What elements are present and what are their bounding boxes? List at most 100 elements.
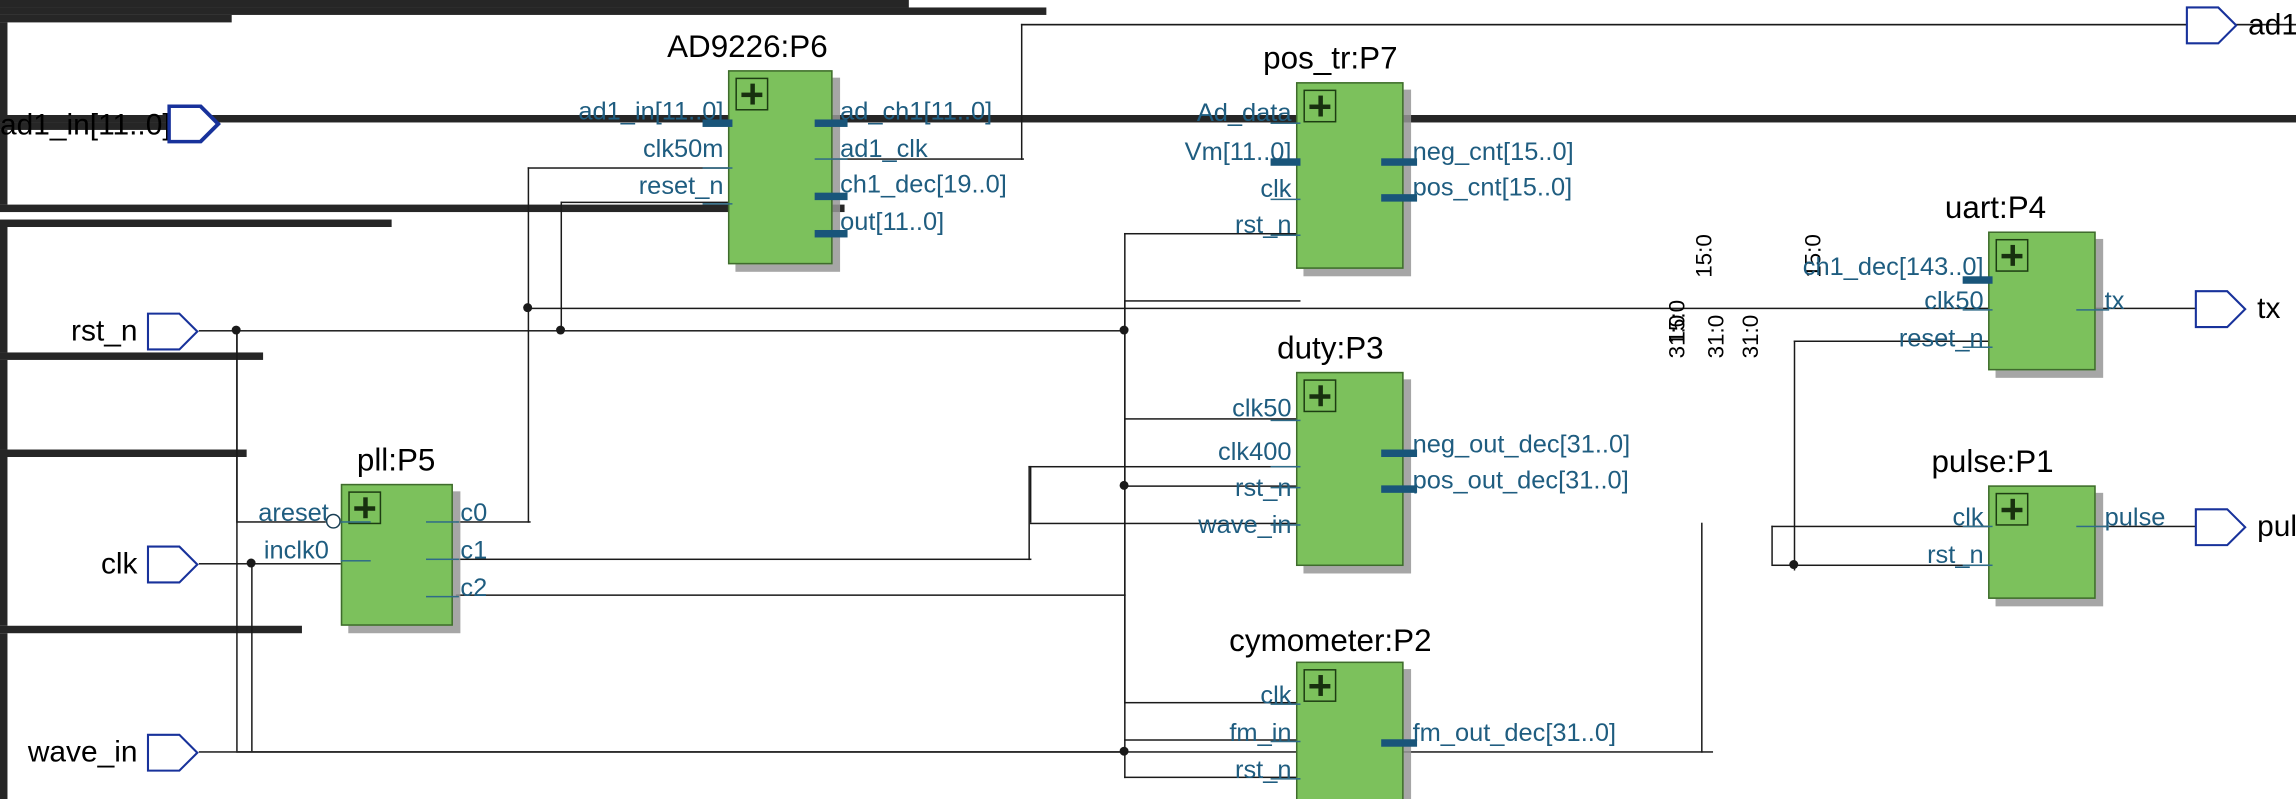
block-title-pulse: pulse:P1 xyxy=(1931,445,2054,480)
port-label-pll-out-0: c0 xyxy=(460,498,488,528)
port-label-pulse-in-0: clk xyxy=(1952,503,1984,532)
port-stub xyxy=(426,558,459,561)
input-pin-wave-in[interactable] xyxy=(146,733,200,772)
output-pin-label-tx: tx xyxy=(2257,292,2281,326)
wire-junction xyxy=(1119,480,1129,490)
wire-pulse-out xyxy=(2092,525,2198,528)
wire-c2-v2 xyxy=(1124,594,1126,704)
port-stub xyxy=(814,192,848,201)
input-pin-label-ad1-in: ad1_in[11..0] xyxy=(0,109,171,142)
wire-wavein-cym xyxy=(1124,739,1301,741)
input-pin-label-clk: clk xyxy=(100,548,138,581)
port-label-duty-out-1: pos_out_dec[31..0] xyxy=(1412,465,1629,495)
port-stub xyxy=(814,229,848,238)
wire-junction xyxy=(1119,325,1129,335)
input-pin-ad1-in[interactable] xyxy=(167,104,221,144)
wire-c0-dutyclk50 xyxy=(1124,418,1301,420)
block-title-cymometer: cymometer:P2 xyxy=(1229,624,1432,659)
port-stub xyxy=(814,158,848,160)
wire-out-bus xyxy=(0,122,210,130)
wire-negoutdec xyxy=(0,449,247,457)
wire-c2-v xyxy=(1124,232,1126,596)
port-stub xyxy=(1270,234,1301,236)
port-label-cym-in-1: fm_in xyxy=(1229,718,1292,747)
port-label-ad9226-out-3: out[11..0] xyxy=(840,207,945,236)
wire-c0-uart xyxy=(1124,307,1993,310)
block-title-ad9226: AD9226:P6 xyxy=(667,29,828,65)
expand-icon-cymometer[interactable] xyxy=(1303,669,1337,702)
wire-c0-uartclk xyxy=(527,307,1125,310)
output-pin-label-pulse: pulse xyxy=(2257,510,2296,544)
port-label-ad9226-in-1: clk50m xyxy=(642,134,724,163)
wire-rstn-pulse-v xyxy=(1771,525,1773,565)
bus-tag: 15:0 xyxy=(1692,234,1718,278)
wire-ch1dec-right xyxy=(0,114,2296,123)
wire-ad1clk-out xyxy=(831,158,1023,160)
block-title-duty: duty:P3 xyxy=(1277,331,1384,366)
port-label-duty-in-3: wave_in xyxy=(1198,510,1292,540)
port-label-pll-out-1: c1 xyxy=(460,536,488,565)
port-stub xyxy=(1381,194,1418,202)
port-stub xyxy=(1962,276,1993,284)
port-stub xyxy=(426,521,459,523)
expand-icon-ad9226[interactable] xyxy=(735,77,769,111)
port-label-postr-out-1: pos_cnt[15..0] xyxy=(1412,173,1573,202)
port-stub xyxy=(1270,122,1301,124)
wire-out-right xyxy=(0,204,845,213)
input-pin-clk[interactable] xyxy=(146,545,200,584)
output-pin-ad1-clk[interactable] xyxy=(2185,6,2239,45)
port-stub xyxy=(1962,525,1993,528)
wire-ad1clk-up xyxy=(1020,23,1023,160)
port-label-ad9226-in-2: reset_n xyxy=(638,171,724,201)
wire-clk-down xyxy=(251,563,253,752)
wire-junction xyxy=(556,325,566,335)
wire-out-up xyxy=(0,129,8,205)
wire-c2-postr xyxy=(1124,232,1301,235)
port-stub xyxy=(1270,740,1301,743)
port-label-ad9226-out-0: ad_ch1[11..0] xyxy=(840,97,993,126)
port-stub xyxy=(1270,778,1301,780)
wire-negoutdec-up xyxy=(0,456,8,626)
wire-rstn-down xyxy=(236,330,238,752)
port-stub xyxy=(702,119,733,127)
port-label-pulse-out-0: pulse xyxy=(2104,503,2166,532)
port-label-ad9226-out-2: ch1_dec[19..0] xyxy=(840,170,1007,199)
port-label-postr-in-0: Ad_data xyxy=(1196,98,1292,127)
expand-icon-pll[interactable] xyxy=(348,491,382,525)
output-pin-pulse[interactable] xyxy=(2194,508,2248,547)
port-label-duty-in-0: clk50 xyxy=(1232,394,1292,423)
wire-c1-v xyxy=(1028,465,1030,561)
wire-c1-duty xyxy=(1028,465,1301,468)
inverter-bubble-icon xyxy=(325,513,341,529)
port-stub xyxy=(814,119,848,127)
wire-c0-h xyxy=(455,521,531,523)
port-stub xyxy=(1270,198,1301,201)
expand-icon-duty[interactable] xyxy=(1303,379,1337,413)
port-stub xyxy=(1962,564,1993,567)
wire-rstn-cym xyxy=(1124,776,1301,779)
wire-seg xyxy=(1020,158,1024,160)
port-label-uart-in-1: clk50 xyxy=(1924,286,1984,316)
input-pin-label-rst-n: rst_n xyxy=(71,315,138,348)
expand-icon-uart[interactable] xyxy=(1995,238,2029,272)
wire-wavein-duty xyxy=(1029,522,1301,525)
expand-icon-pulse[interactable] xyxy=(1995,492,2029,526)
port-stub xyxy=(1381,739,1418,747)
port-label-postr-out-0: neg_cnt[15..0] xyxy=(1412,137,1574,166)
port-label-pll-in-1: inclk0 xyxy=(263,536,329,565)
port-stub xyxy=(1270,703,1301,705)
wire-uart-tx xyxy=(2092,307,2198,310)
port-label-duty-in-1: clk400 xyxy=(1218,437,1292,466)
port-stub xyxy=(1381,158,1418,166)
expand-icon-postr[interactable] xyxy=(1303,89,1337,123)
output-pin-tx[interactable] xyxy=(2194,290,2248,329)
port-stub xyxy=(1270,465,1301,468)
port-label-uart-in-2: reset_n xyxy=(1898,324,1984,353)
input-pin-rst-n[interactable] xyxy=(146,312,200,351)
port-stub xyxy=(1270,419,1301,422)
port-stub xyxy=(340,521,371,523)
wire-rstn-duty xyxy=(1124,485,1301,487)
wire-c2-cym xyxy=(1124,701,1301,704)
wire-adch1-bus xyxy=(0,7,1047,15)
